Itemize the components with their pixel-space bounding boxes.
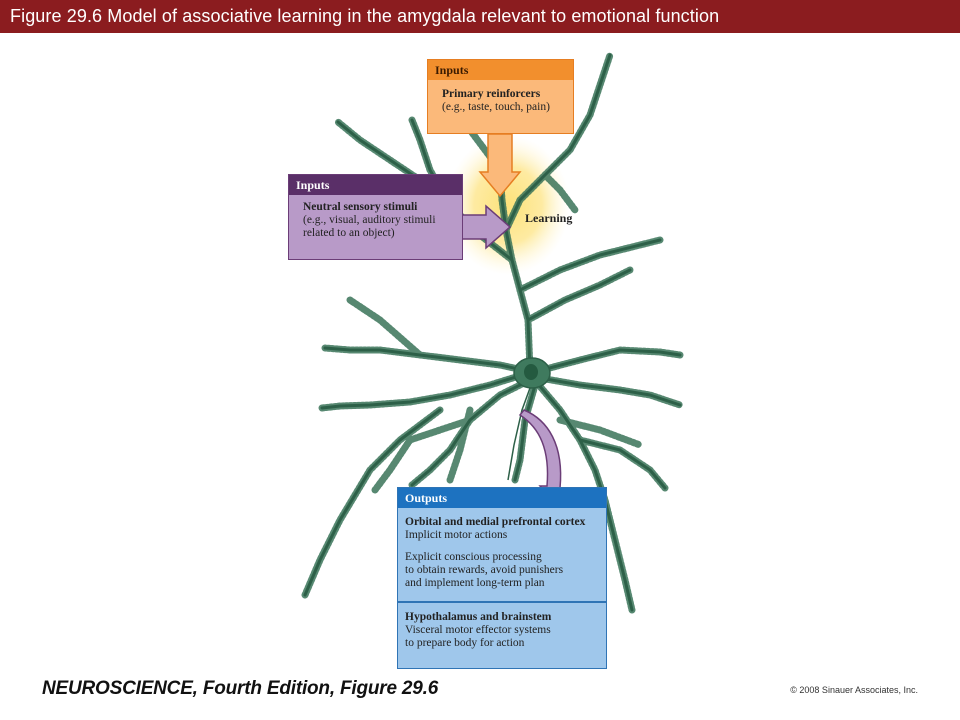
title-bar: Figure 29.6 Model of associative learnin… xyxy=(0,0,960,33)
reinforcers-detail: (e.g., taste, touch, pain) xyxy=(442,101,550,113)
dendrites xyxy=(301,51,684,614)
outputs-header: Outputs xyxy=(398,488,606,508)
prefrontal-heading: Orbital and medial prefrontal cortex xyxy=(405,516,586,528)
prefrontal-line4: and implement long-term plan xyxy=(405,577,545,589)
neutral-arrow xyxy=(461,204,512,250)
prefrontal-line2: Explicit conscious processing xyxy=(405,551,542,563)
reinforcers-header: Inputs xyxy=(428,60,573,80)
reinforcer-arrow xyxy=(478,133,522,198)
neutral-stimuli-box: Inputs Neutral sensory stimuli (e.g., vi… xyxy=(288,174,463,260)
primary-reinforcers-box: Inputs Primary reinforcers (e.g., taste,… xyxy=(427,59,574,134)
neutral-detail-line2: related to an object) xyxy=(303,227,395,239)
book-credit: NEUROSCIENCE, Fourth Edition, Figure 29.… xyxy=(42,678,439,699)
prefrontal-line1: Implicit motor actions xyxy=(405,529,508,541)
prefrontal-line3: to obtain rewards, avoid punishers xyxy=(405,564,564,576)
neutral-detail-line1: (e.g., visual, auditory stimuli xyxy=(303,214,436,226)
neutral-header: Inputs xyxy=(289,175,462,195)
axon xyxy=(507,387,531,481)
hypothalamus-line2: to prepare body for action xyxy=(405,637,525,649)
learning-label: Learning xyxy=(525,211,573,225)
learning-glow xyxy=(446,135,570,275)
copyright-notice: © 2008 Sinauer Associates, Inc. xyxy=(790,685,918,695)
hypothalamus-line1: Visceral motor effector systems xyxy=(405,624,551,636)
nucleus xyxy=(524,364,538,380)
outputs-hypothalamus-section: Hypothalamus and brainstem Visceral moto… xyxy=(398,603,606,650)
hypothalamus-heading: Hypothalamus and brainstem xyxy=(405,611,552,623)
neutral-heading: Neutral sensory stimuli xyxy=(303,201,418,213)
outputs-prefrontal-section: Orbital and medial prefrontal cortex Imp… xyxy=(398,508,606,603)
reinforcers-heading: Primary reinforcers xyxy=(442,88,541,100)
figure-title: Figure 29.6 Model of associative learnin… xyxy=(10,6,720,26)
outputs-box: Outputs Orbital and medial prefrontal co… xyxy=(397,487,607,669)
